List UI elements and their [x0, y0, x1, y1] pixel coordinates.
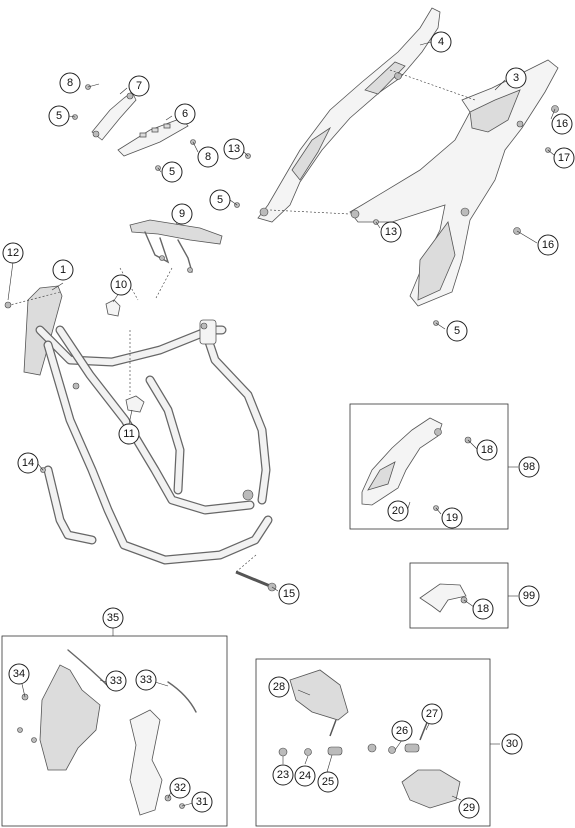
callout-25: 25	[317, 771, 339, 793]
svg-text:8: 8	[205, 151, 211, 163]
bracket-part-6	[117, 117, 189, 157]
callout-11: 11	[118, 423, 140, 445]
svg-text:12: 12	[7, 247, 19, 259]
svg-text:5: 5	[217, 194, 223, 206]
svg-text:25: 25	[322, 776, 334, 788]
callout-29: 29	[458, 797, 480, 819]
svg-text:28: 28	[273, 681, 285, 693]
callout-30: 30	[501, 733, 523, 755]
svg-text:18: 18	[477, 603, 489, 615]
svg-text:14: 14	[22, 457, 34, 469]
svg-text:33: 33	[140, 674, 152, 686]
svg-text:98: 98	[523, 461, 535, 473]
callout-10: 10	[110, 274, 132, 296]
callout-32: 32	[169, 777, 191, 799]
callout-1: 1	[52, 259, 74, 281]
callout-13-left: 13	[223, 138, 245, 160]
callout-5-mid: 5	[161, 161, 183, 183]
callout-5-bottom: 5	[446, 320, 468, 342]
svg-text:5: 5	[454, 325, 460, 337]
callout-18-box99: 18	[472, 598, 494, 620]
svg-text:17: 17	[558, 152, 570, 164]
svg-text:8: 8	[67, 77, 73, 89]
svg-text:35: 35	[107, 612, 119, 624]
callout-31: 31	[191, 791, 213, 813]
svg-text:33: 33	[110, 675, 122, 687]
bracket-part-7	[91, 91, 137, 141]
svg-text:5: 5	[56, 110, 62, 122]
svg-text:3: 3	[513, 72, 519, 84]
svg-text:24: 24	[299, 770, 311, 782]
callout-26: 26	[391, 720, 413, 742]
svg-text:30: 30	[506, 738, 518, 750]
axle-bolt-part-15	[235, 570, 277, 592]
callout-8-left: 8	[59, 72, 81, 94]
svg-text:23: 23	[277, 769, 289, 781]
box-99-footrest-end	[409, 562, 518, 629]
callout-23: 23	[272, 764, 294, 786]
svg-text:32: 32	[174, 782, 186, 794]
callout-99: 99	[518, 585, 540, 607]
svg-text:5: 5	[169, 166, 175, 178]
svg-text:19: 19	[446, 512, 458, 524]
callout-15: 15	[278, 583, 300, 605]
svg-text:7: 7	[136, 80, 142, 92]
svg-text:34: 34	[13, 668, 25, 680]
svg-text:18: 18	[481, 444, 493, 456]
subframe-lower-part-3	[349, 59, 559, 307]
svg-text:1: 1	[60, 264, 66, 276]
leader-lines	[7, 41, 556, 592]
svg-text:10: 10	[115, 279, 127, 291]
callout-3: 3	[505, 67, 527, 89]
callout-19: 19	[441, 507, 463, 529]
battery-holder-part-9	[129, 219, 223, 273]
svg-text:16: 16	[542, 239, 554, 251]
callout-16-bottom: 16	[537, 234, 559, 256]
holder-part-11	[125, 395, 145, 413]
callout-16-top: 16	[551, 113, 573, 135]
callout-6: 6	[174, 103, 196, 125]
svg-text:20: 20	[392, 505, 404, 517]
callout-33-left: 33	[105, 670, 127, 692]
callout-14: 14	[17, 452, 39, 474]
svg-text:11: 11	[123, 428, 134, 440]
callout-33-right: 33	[135, 669, 157, 691]
callout-27: 27	[421, 703, 443, 725]
svg-text:27: 27	[426, 708, 438, 720]
callout-12: 12	[2, 242, 24, 264]
subframe-upper-rail-part-4	[257, 7, 441, 223]
svg-text:99: 99	[523, 590, 535, 602]
svg-text:16: 16	[556, 118, 568, 130]
callout-35: 35	[102, 607, 124, 629]
svg-text:9: 9	[179, 208, 185, 220]
box-98-footrest-bracket-set	[349, 403, 518, 530]
svg-text:31: 31	[196, 796, 208, 808]
svg-text:6: 6	[182, 108, 188, 120]
clip-part-10	[105, 299, 121, 317]
callout-20: 20	[387, 500, 409, 522]
svg-text:15: 15	[283, 588, 295, 600]
svg-text:26: 26	[396, 725, 408, 737]
svg-text:13: 13	[385, 226, 397, 238]
svg-text:4: 4	[438, 36, 444, 48]
callout-8-right: 8	[197, 146, 219, 168]
svg-text:29: 29	[463, 802, 475, 814]
callout-24: 24	[294, 765, 316, 787]
callout-28: 28	[268, 676, 290, 698]
main-frame-part-1	[23, 285, 273, 565]
callout-17: 17	[553, 147, 575, 169]
callout-4: 4	[430, 31, 452, 53]
callout-5-top: 5	[48, 105, 70, 127]
callout-5-right: 5	[209, 189, 231, 211]
callout-7: 7	[128, 75, 150, 97]
callout-18-box98: 18	[476, 439, 498, 461]
callout-9: 9	[171, 203, 193, 225]
callout-13-right: 13	[380, 221, 402, 243]
box-30-footrest-set	[255, 658, 500, 827]
callout-34: 34	[8, 663, 30, 685]
svg-text:13: 13	[228, 143, 240, 155]
callout-98: 98	[518, 456, 540, 478]
box-35-frame-protectors	[1, 628, 228, 827]
